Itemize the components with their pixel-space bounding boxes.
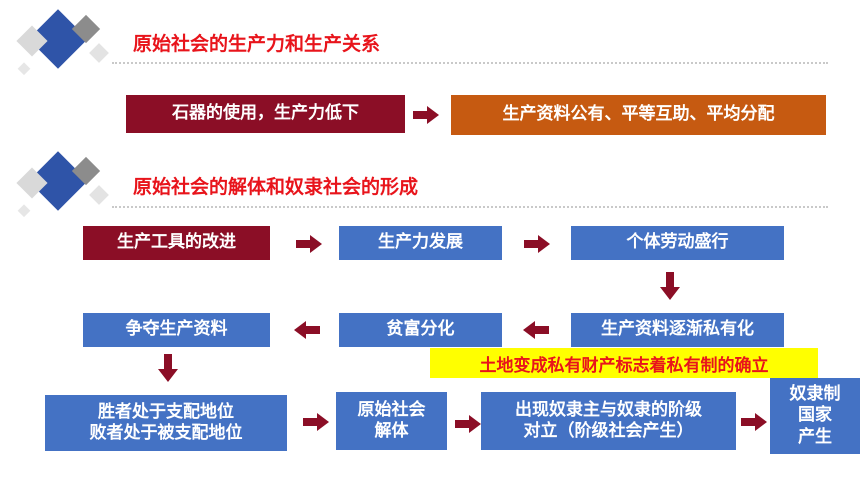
class-opposition-box: 出现奴隶主与奴隶的阶级 对立（阶级社会产生） [481, 392, 736, 450]
diamond-cluster-icon [16, 9, 109, 76]
stone-tools-box: 石器的使用，生产力低下 [126, 95, 405, 133]
classes-line2: 对立（阶级社会产生） [523, 421, 694, 441]
arrow-down-icon [660, 272, 680, 300]
wealth-gap-box: 贫富分化 [339, 313, 502, 347]
slave-state-box: 奴隶制 国家 产生 [770, 378, 860, 454]
section1-heading: 原始社会的生产力和生产关系 [133, 33, 381, 55]
arrow-left-icon [523, 321, 549, 339]
arrow-left-icon [294, 321, 320, 339]
arrow-right-icon [524, 235, 550, 253]
section2-divider [112, 206, 828, 208]
collapse-line2: 解体 [374, 421, 409, 441]
tool-improvement-box: 生产工具的改进 [83, 226, 270, 260]
arrow-right-icon [413, 106, 439, 124]
arrow-right-icon [296, 235, 322, 253]
arrow-right-icon [303, 413, 329, 431]
losers-line: 败者处于被支配地位 [89, 423, 243, 443]
privatization-box: 生产资料逐渐私有化 [571, 313, 784, 347]
dominance-box: 胜者处于支配地位 败者处于被支配地位 [45, 395, 287, 451]
section1-divider [112, 62, 828, 64]
section2-heading: 原始社会的解体和奴隶社会的形成 [133, 176, 419, 198]
resource-struggle-box: 争夺生产资料 [83, 313, 270, 347]
classes-line1: 出现奴隶主与奴隶的阶级 [515, 399, 702, 420]
arrow-right-icon [455, 415, 481, 433]
arrow-right-icon [741, 413, 767, 431]
private-ownership-note: 土地变成私有财产标志着私有制的确立 [430, 348, 818, 378]
diamond-cluster-icon [16, 151, 109, 218]
society-collapse-box: 原始社会 解体 [336, 392, 447, 450]
collapse-line1: 原始社会 [357, 399, 426, 420]
public-ownership-box: 生产资料公有、平等互助、平均分配 [451, 95, 826, 135]
winners-line: 胜者处于支配地位 [98, 401, 234, 422]
arrow-down-icon [158, 354, 178, 382]
state-line1: 奴隶制 [789, 384, 841, 405]
state-line2: 国家 [798, 405, 832, 426]
state-line3: 产生 [798, 426, 832, 447]
productivity-growth-box: 生产力发展 [339, 226, 502, 260]
individual-labor-box: 个体劳动盛行 [571, 226, 784, 260]
